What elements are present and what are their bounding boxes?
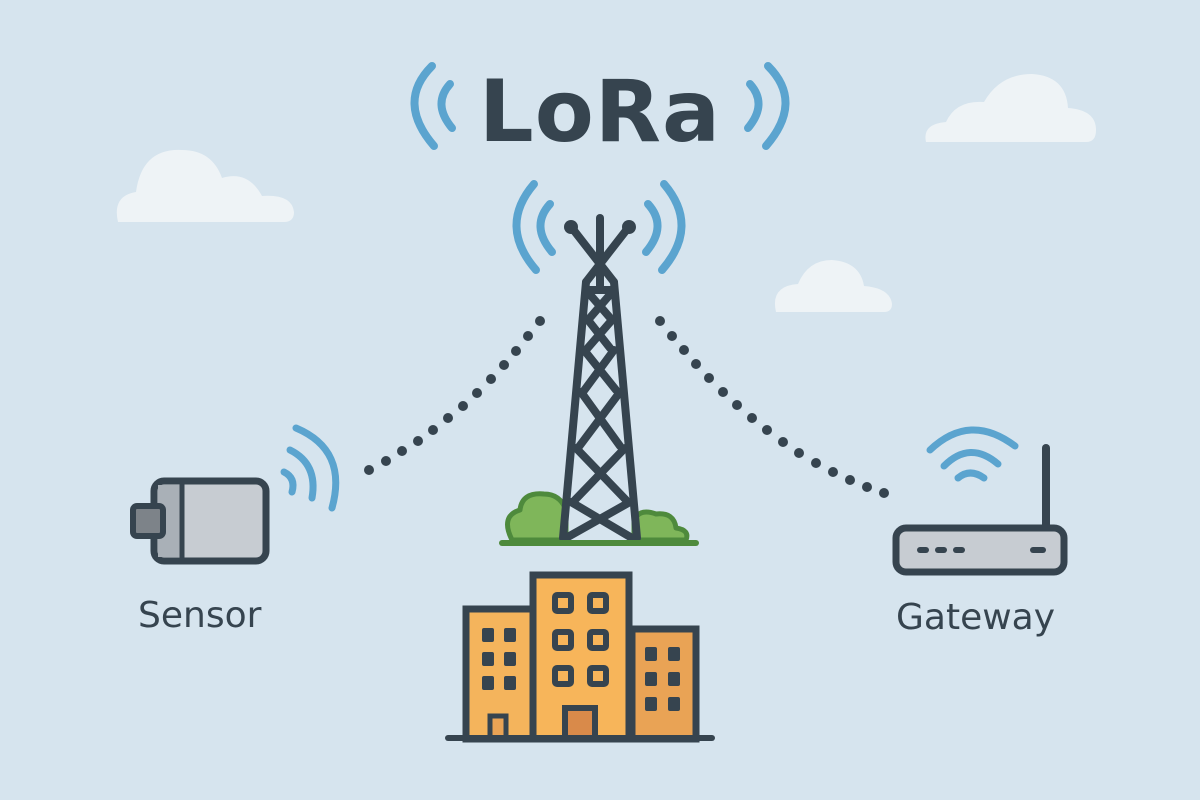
dotted-link-tower-gateway	[655, 316, 889, 498]
dotted-link-sensor-tower	[364, 316, 545, 475]
wifi-icon	[926, 426, 1019, 482]
router-gateway-icon	[892, 444, 1068, 576]
signal-waves-icon	[512, 180, 686, 274]
cloud-icon	[925, 74, 1096, 142]
cloud-icon	[116, 149, 294, 222]
buildings-icon	[445, 571, 715, 743]
lattice-tower-icon	[499, 214, 699, 546]
cloud-icon	[774, 260, 892, 312]
signal-waves-icon	[280, 424, 340, 512]
page-title: LoRa	[478, 62, 722, 162]
gateway-label: Gateway	[896, 597, 1056, 638]
signal-waves-icon	[410, 62, 790, 150]
sensor-label: Sensor	[138, 595, 262, 636]
sensor-device-icon	[130, 477, 270, 565]
